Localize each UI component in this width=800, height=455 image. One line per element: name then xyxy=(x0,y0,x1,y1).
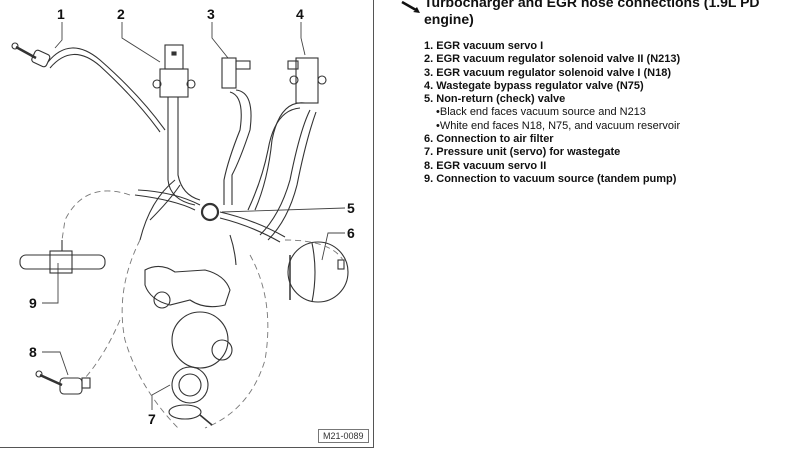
legend-number: 7. xyxy=(424,146,434,159)
callout-1: 1 xyxy=(57,6,65,22)
egr-vacuum-servo-2 xyxy=(35,370,91,395)
legend-subtext: White end faces N18, N75, and vacuum res… xyxy=(439,119,681,132)
pointer-arrow-icon xyxy=(401,0,420,13)
bullet-icon: • xyxy=(436,106,440,119)
diagram-panel xyxy=(0,0,374,448)
legend-number: 8. xyxy=(424,159,434,172)
legend-item: 4. Wastegate bypass regulator valve (N75… xyxy=(424,80,680,93)
tandem-pump-connection xyxy=(19,240,106,274)
wastegate-bypass-valve-n75 xyxy=(247,57,327,241)
legend-item: 3. EGR vacuum regulator solenoid valve I… xyxy=(424,67,680,80)
callout-5: 5 xyxy=(347,200,355,216)
solenoid-valve-n18 xyxy=(221,57,252,205)
legend-subtext: Black end faces vacuum source and N213 xyxy=(439,106,646,119)
legend-item: 7. Pressure unit (servo) for wastegate xyxy=(424,146,680,159)
callout-6: 6 xyxy=(347,225,355,241)
legend-list: 1. EGR vacuum servo I 2. EGR vacuum regu… xyxy=(424,40,680,186)
legend-item: 6. Connection to air filter xyxy=(424,133,680,146)
callout-8: 8 xyxy=(29,344,37,360)
legend-number: 2. xyxy=(424,53,434,66)
bullet-icon: • xyxy=(436,119,440,132)
figure-reference-code: M21-0089 xyxy=(318,429,369,443)
legend-text: Connection to air filter xyxy=(436,133,554,146)
legend-number: 9. xyxy=(424,172,434,185)
legend-item: 8. EGR vacuum servo II xyxy=(424,160,680,173)
legend-text: EGR vacuum regulator solenoid valve I (N… xyxy=(436,66,671,79)
hose-diagram xyxy=(11,22,349,431)
callout-4: 4 xyxy=(296,6,304,22)
legend-number: 1. xyxy=(424,40,434,52)
egr-vacuum-servo-1 xyxy=(11,42,166,133)
callout-7: 7 xyxy=(148,411,156,427)
callout-2: 2 xyxy=(117,6,125,22)
dashed-routing xyxy=(61,190,344,431)
non-return-valve xyxy=(134,179,286,266)
legend-item: 9. Connection to vacuum source (tandem p… xyxy=(424,173,680,186)
legend-item: 1. EGR vacuum servo I xyxy=(424,40,680,53)
legend-number: 5. xyxy=(424,93,434,106)
legend-number: 6. xyxy=(424,133,434,146)
turbocharger xyxy=(144,265,233,426)
vacuum-reservoir xyxy=(287,241,349,303)
leader-lines xyxy=(42,22,346,410)
legend-item: 5. Non-return (check) valve xyxy=(424,93,680,106)
legend-text: Non-return (check) valve xyxy=(436,93,566,106)
solenoid-valve-n213 xyxy=(152,44,201,206)
legend-text: Wastegate bypass regulator valve (N75) xyxy=(436,79,644,92)
legend-item: 2. EGR vacuum regulator solenoid valve I… xyxy=(424,53,680,66)
legend-number: 4. xyxy=(424,79,434,92)
legend-text: Connection to vacuum source (tandem pump… xyxy=(436,172,677,185)
legend-subitem: •White end faces N18, N75, and vacuum re… xyxy=(424,120,680,133)
legend-text: EGR vacuum regulator solenoid valve II (… xyxy=(436,53,681,66)
legend-text: EGR vacuum servo II xyxy=(436,159,547,172)
legend-number: 3. xyxy=(424,66,434,79)
legend-text: Pressure unit (servo) for wastegate xyxy=(436,146,621,159)
legend-text: EGR vacuum servo I xyxy=(436,40,544,52)
legend-title: Turbocharger and EGR hose connections (1… xyxy=(424,0,760,27)
legend-subitem: •Black end faces vacuum source and N213 xyxy=(424,106,680,119)
callout-3: 3 xyxy=(207,6,215,22)
callout-9: 9 xyxy=(29,295,37,311)
